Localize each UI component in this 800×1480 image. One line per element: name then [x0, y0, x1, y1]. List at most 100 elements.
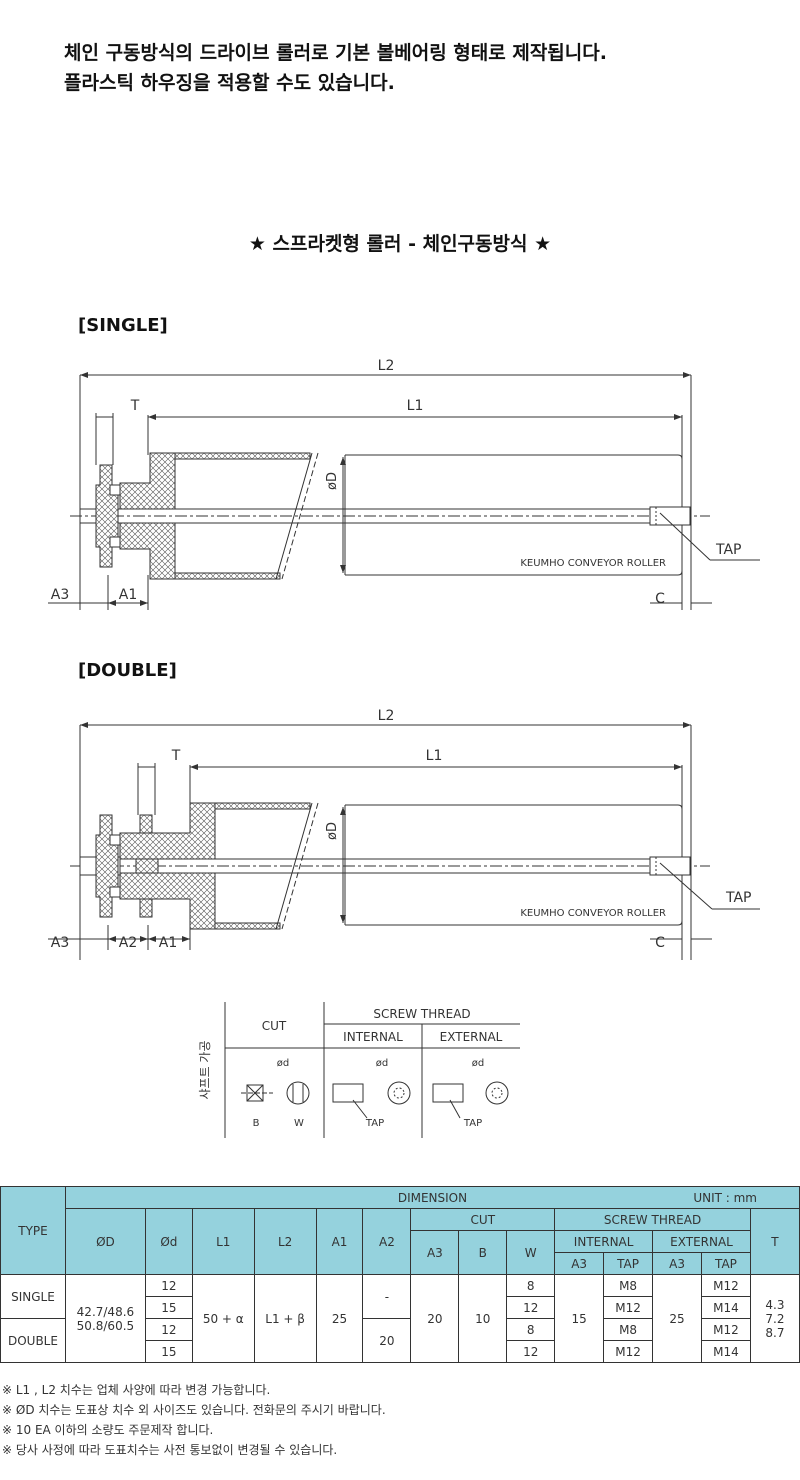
- th-a1: A1: [315, 1208, 364, 1275]
- cell-ext-tap: M12: [701, 1318, 751, 1341]
- shaft-ext-tap: TAP: [463, 1118, 482, 1129]
- th-cut-b: B: [458, 1230, 508, 1275]
- double-roller-drawing: L2 L1 T A3 A2 A1 C øD TAP KEUMHO CONVEYO…: [48, 708, 760, 960]
- double-label: [DOUBLE]: [78, 660, 177, 681]
- cell-ext-tap: M14: [701, 1296, 751, 1319]
- double-dim-a2: A2: [119, 935, 137, 951]
- single-roller-text: KEUMHO CONVEYOR ROLLER: [520, 558, 666, 569]
- intro-line-2: 플라스틱 하우징을 적용할 수도 있습니다.: [64, 72, 395, 94]
- th-phid: Ød: [144, 1208, 193, 1275]
- cell-phid: 15: [144, 1296, 193, 1319]
- cell-cut-a3: 20: [410, 1274, 460, 1363]
- cell-int-tap: M8: [603, 1318, 654, 1341]
- note-3: ※ 10 EA 이하의 소량도 주문제작 합니다.: [2, 1423, 214, 1437]
- double-roller-text: KEUMHO CONVEYOR ROLLER: [520, 908, 666, 919]
- cell-ext-tap: M14: [701, 1340, 751, 1363]
- th-l2: L2: [253, 1208, 317, 1275]
- single-roller-drawing: L2 L1 T A3 A1 C øD TAP KEUMHO CONVEYOR R…: [48, 358, 760, 610]
- shaft-machining-diagram: 샤프트 가공 CUT SCREW THREAD INTERNAL EXTERNA…: [198, 1002, 520, 1138]
- single-dim-l2: L2: [378, 358, 395, 374]
- th-ext-tap: TAP: [701, 1252, 751, 1275]
- notes: ※ L1 , L2 치수는 업체 사양에 따라 변경 가능합니다. ※ ØD 치…: [2, 1380, 386, 1460]
- cell-w: 8: [506, 1274, 556, 1297]
- cell-int-a3: 15: [554, 1274, 605, 1363]
- single-tap-label: TAP: [715, 542, 741, 558]
- cell-a1: 25: [315, 1274, 364, 1363]
- shaft-side-label: 샤프트 가공: [198, 1040, 212, 1099]
- cell-int-tap: M12: [603, 1340, 654, 1363]
- cell-l2: L1 + β: [253, 1274, 317, 1363]
- cell-od-2: 50.8/60.5: [76, 1318, 135, 1333]
- th-internal: INTERNAL: [554, 1230, 654, 1253]
- single-dim-l1: L1: [407, 398, 424, 414]
- cell-w: 12: [506, 1296, 556, 1319]
- shaft-internal-header: INTERNAL: [343, 1030, 403, 1044]
- th-l1: L1: [191, 1208, 255, 1275]
- cell-int-tap: M8: [603, 1274, 654, 1297]
- th-screw-thread: SCREW THREAD: [554, 1208, 751, 1231]
- double-dim-c: C: [655, 935, 665, 951]
- single-dim-a3: A3: [51, 587, 69, 603]
- double-dim-od: øD: [325, 822, 340, 840]
- double-dim-l2: L2: [378, 708, 395, 724]
- th-dimension: DIMENSION UNIT : mm: [64, 1186, 800, 1209]
- th-type: TYPE: [0, 1186, 66, 1275]
- shaft-screw-header: SCREW THREAD: [373, 1007, 470, 1021]
- single-label: [SINGLE]: [78, 315, 168, 336]
- cell-od: 42.7/48.6 50.8/60.5: [64, 1274, 146, 1363]
- single-dim-c: C: [655, 591, 665, 607]
- note-2: ※ ØD 치수는 도표상 치수 외 사이즈도 있습니다. 전화문의 주시기 바랍…: [2, 1403, 386, 1417]
- cell-w: 8: [506, 1318, 556, 1341]
- cell-cut-b: 10: [458, 1274, 508, 1363]
- th-cut: CUT: [410, 1208, 556, 1231]
- cell-l1: 50 + α: [191, 1274, 255, 1363]
- cell-a2-single: -: [362, 1274, 412, 1319]
- single-dim-od: øD: [325, 472, 340, 490]
- shaft-int-tap: TAP: [365, 1118, 384, 1129]
- cell-phid: 12: [144, 1274, 193, 1297]
- shaft-external-header: EXTERNAL: [440, 1030, 503, 1044]
- shaft-cut-phid: ød: [277, 1058, 289, 1069]
- shaft-cut-b: B: [253, 1118, 260, 1129]
- cell-w: 12: [506, 1340, 556, 1363]
- cell-type-double: DOUBLE: [0, 1318, 66, 1363]
- single-dim-a1: A1: [119, 587, 137, 603]
- double-dim-a3: A3: [51, 935, 69, 951]
- cell-phid: 15: [144, 1340, 193, 1363]
- note-4: ※ 당사 사정에 따라 도표치수는 사전 통보없이 변경될 수 있습니다.: [2, 1443, 338, 1457]
- double-dim-l1: L1: [426, 748, 443, 764]
- th-ext-a3: A3: [652, 1252, 702, 1275]
- shaft-cut-header: CUT: [262, 1019, 287, 1033]
- double-tap-label: TAP: [725, 890, 751, 906]
- table-row: DOUBLE 12 20 8 M8 M12: [0, 1318, 800, 1363]
- shaft-cut-w: W: [294, 1118, 304, 1129]
- table-row: 15 12 M12 M14: [1, 1340, 800, 1363]
- dimension-table: TYPE DIMENSION UNIT : mm ØD Ød L1 L2 A1 …: [0, 1186, 800, 1363]
- th-int-tap: TAP: [603, 1252, 654, 1275]
- th-cut-a3: A3: [410, 1230, 460, 1275]
- th-od: ØD: [64, 1208, 146, 1275]
- cell-phid: 12: [144, 1318, 193, 1341]
- cell-ext-tap: M12: [701, 1274, 751, 1297]
- note-1: ※ L1 , L2 치수는 업체 사양에 따라 변경 가능합니다.: [2, 1383, 271, 1397]
- intro-line-1: 체인 구동방식의 드라이브 롤러로 기본 볼베어링 형태로 제작됩니다.: [64, 42, 607, 64]
- th-int-a3: A3: [554, 1252, 605, 1275]
- intro-text: 체인 구동방식의 드라이브 롤러로 기본 볼베어링 형태로 제작됩니다. 플라스…: [64, 38, 607, 98]
- shaft-ext-phid: ød: [472, 1058, 484, 1069]
- cell-t-1: 4.3: [765, 1297, 785, 1312]
- double-dim-a1: A1: [159, 935, 177, 951]
- th-unit: UNIT : mm: [693, 1190, 757, 1205]
- cell-ext-a3: 25: [652, 1274, 702, 1363]
- double-dim-t: T: [171, 748, 181, 764]
- cell-type-single: SINGLE: [0, 1274, 66, 1319]
- cell-t-3: 8.7: [765, 1325, 785, 1340]
- th-a2: A2: [362, 1208, 412, 1275]
- th-external: EXTERNAL: [652, 1230, 751, 1253]
- th-dimension-label: DIMENSION: [397, 1190, 468, 1205]
- th-t: T: [749, 1208, 800, 1275]
- shaft-int-phid: ød: [376, 1058, 388, 1069]
- cell-a2-double: 20: [362, 1318, 412, 1363]
- cell-od-1: 42.7/48.6: [76, 1304, 135, 1319]
- single-dim-t: T: [130, 398, 140, 414]
- table-row: 15 12 M12 M14: [1, 1296, 800, 1319]
